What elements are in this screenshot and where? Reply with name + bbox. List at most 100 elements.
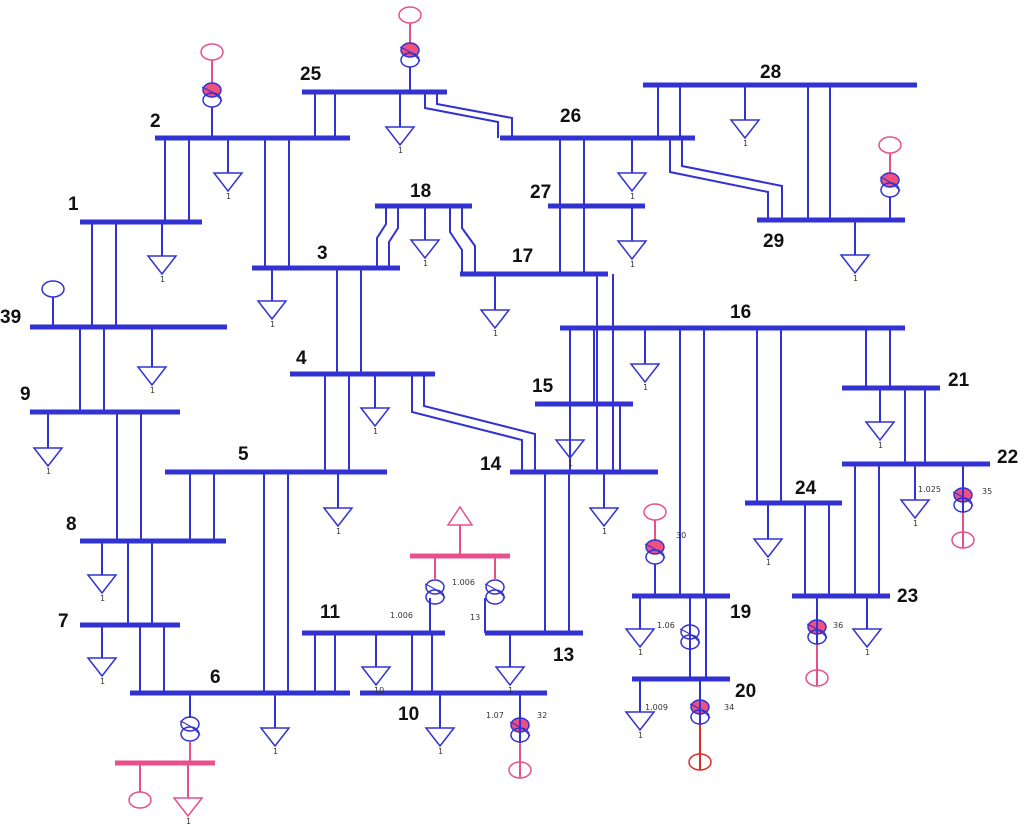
- tap-arrow-icon: [806, 623, 828, 639]
- load-label: 1: [493, 329, 498, 338]
- bus-label-22: 22: [997, 447, 1018, 468]
- load-arrow-icon: [616, 172, 648, 193]
- load-label: 1: [398, 146, 403, 155]
- load-label: 1: [373, 427, 378, 436]
- tap-arrow-icon: [952, 491, 974, 507]
- load-label: 1: [273, 747, 278, 756]
- load-label: 1: [643, 383, 648, 392]
- load-arrow-icon: [864, 421, 896, 442]
- annotation-label: 1.07: [486, 711, 504, 720]
- transformer-coil-icon: [180, 716, 200, 732]
- load-arrow-icon: [554, 439, 586, 460]
- bus-label-23: 23: [897, 586, 918, 607]
- load-arrow-icon: [424, 727, 456, 748]
- bus-label-29: 29: [763, 231, 784, 252]
- bus-label-5: 5: [238, 444, 249, 465]
- tap-arrow-icon: [484, 583, 506, 599]
- annotation-label: 1.025: [918, 485, 941, 494]
- generator-circle-icon: [398, 6, 422, 24]
- load-arrow-icon: [479, 309, 511, 330]
- load-arrow-icon: [839, 254, 871, 275]
- load-label: 1: [568, 459, 573, 468]
- bus-label-1: 1: [68, 194, 79, 215]
- line-3-18: [388, 206, 399, 268]
- load-arrow-icon: [624, 628, 656, 649]
- generator-circle-icon: [878, 136, 902, 154]
- load-label: 1: [160, 275, 165, 284]
- line-17-18: [449, 206, 463, 274]
- bus-label-11: 11: [320, 602, 341, 623]
- load-label: 1: [630, 260, 635, 269]
- bus-label-16: 16: [730, 302, 751, 323]
- load-arrow-icon: [212, 172, 244, 193]
- bus-label-2: 2: [150, 111, 161, 132]
- tap-arrow-icon: [424, 583, 446, 599]
- bus-label-14: 14: [480, 454, 502, 475]
- loads: [32, 85, 931, 818]
- load-arrow-icon: [616, 240, 648, 261]
- line-25-26: [424, 92, 499, 138]
- tap-arrow-icon: [679, 628, 701, 644]
- load-arrow-icon: [851, 628, 883, 649]
- tap-arrow-icon: [879, 176, 901, 192]
- generator-circle-icon: [643, 503, 667, 521]
- annotation-label: 1.009: [645, 703, 668, 712]
- load-arrow-icon: [494, 666, 526, 687]
- load-label: 1: [336, 527, 341, 536]
- bus-label-26: 26: [560, 106, 581, 127]
- load-arrow-icon: [899, 499, 931, 520]
- bus-label-10: 10: [398, 704, 419, 725]
- annotation-label: 35: [982, 487, 992, 496]
- load-label: 1: [186, 817, 191, 824]
- load-label: 1: [743, 139, 748, 148]
- load-arrow-icon: [146, 255, 178, 276]
- load-arrow-icon: [624, 711, 656, 732]
- load-label: 1: [150, 386, 155, 395]
- generator-circle-icon: [128, 791, 152, 809]
- load-arrow-icon: [629, 363, 661, 384]
- generators: [41, 6, 975, 809]
- bus-label-19: 19: [730, 602, 751, 623]
- load-arrow-icon: [32, 447, 64, 468]
- bus-label-6: 6: [210, 667, 221, 688]
- bus-label-28: 28: [760, 62, 781, 83]
- annotation-label: 13: [470, 613, 480, 622]
- load-arrow-icon: [752, 538, 784, 559]
- load-label: 1: [878, 441, 883, 450]
- load-label: 1: [766, 558, 771, 567]
- generator-circle-icon: [41, 280, 65, 298]
- tap-arrow-icon: [689, 703, 711, 719]
- load-arrow-icon: [86, 657, 118, 678]
- load-arrow-icon: [384, 126, 416, 147]
- bus-label-27: 27: [530, 182, 551, 203]
- load-label: 1: [46, 467, 51, 476]
- bus-label-4: 4: [296, 348, 307, 369]
- load-label: 1: [602, 527, 607, 536]
- load-arrow-icon: [322, 507, 354, 528]
- load-label: 1: [630, 192, 635, 201]
- bus-label-7: 7: [58, 611, 69, 632]
- transformer-coil-icon: [180, 726, 200, 742]
- transformer-coil-icon: [680, 624, 700, 640]
- generator-circle-icon: [200, 43, 224, 61]
- line-26-29: [669, 138, 769, 220]
- load-label: 1: [913, 519, 918, 528]
- tap-arrow-icon: [179, 720, 201, 736]
- transmission-lines: [79, 85, 926, 693]
- bus-label-18: 18: [410, 181, 431, 202]
- annotation-label: 32: [537, 711, 547, 720]
- annotation-label: 34: [724, 703, 734, 712]
- transformer-coil-icon: [485, 589, 505, 605]
- load-arrow-icon: [86, 574, 118, 595]
- load-label: 1: [508, 686, 513, 695]
- load-arrow-icon: [729, 119, 761, 140]
- annotation-label: 30: [676, 531, 686, 540]
- bus-label-17: 17: [512, 246, 533, 267]
- bus-label-39: 39: [0, 307, 21, 328]
- load-arrow-icon: [136, 366, 168, 387]
- tap-arrow-icon: [644, 543, 666, 559]
- load-arrow-icon: [359, 407, 391, 428]
- bus-label-8: 8: [66, 514, 77, 535]
- bus-label-3: 3: [317, 243, 328, 264]
- bus-label-24: 24: [795, 478, 817, 499]
